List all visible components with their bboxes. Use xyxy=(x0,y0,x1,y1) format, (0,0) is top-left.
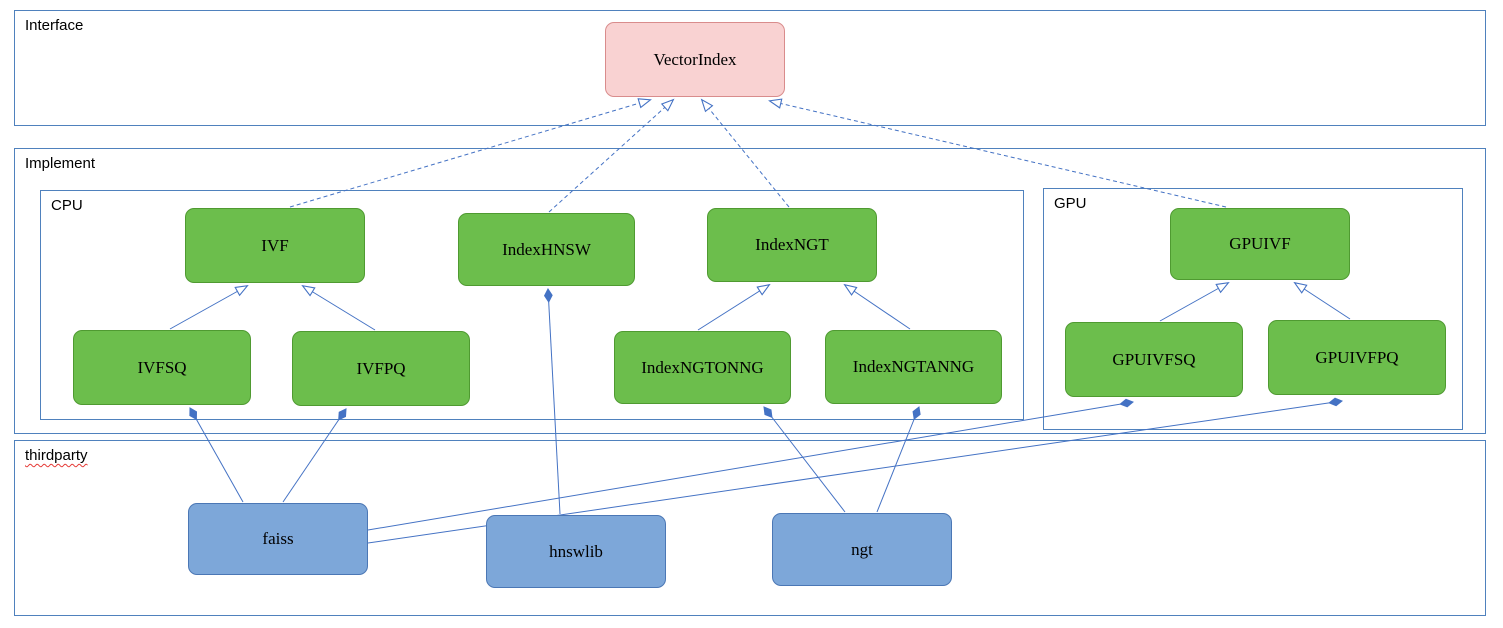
container-thirdparty-label: thirdparty xyxy=(25,447,88,464)
container-interface-label: Interface xyxy=(25,17,84,34)
container-implement-label: Implement xyxy=(25,155,96,172)
node-hnswlib: hnswlib xyxy=(486,515,666,588)
node-gpuivfsq: GPUIVFSQ xyxy=(1065,322,1243,397)
node-vectorindex: VectorIndex xyxy=(605,22,785,97)
node-indexngtanng: IndexNGTANNG xyxy=(825,330,1002,404)
container-gpu-label: GPU xyxy=(1054,195,1087,212)
node-gpuivf: GPUIVF xyxy=(1170,208,1350,280)
node-ivfpq: IVFPQ xyxy=(292,331,470,406)
container-cpu-label: CPU xyxy=(51,197,83,214)
node-indexngtonng: IndexNGTONNG xyxy=(614,331,791,404)
node-indexhnsw: IndexHNSW xyxy=(458,213,635,286)
node-gpuivfpq: GPUIVFPQ xyxy=(1268,320,1446,395)
node-indexngt: IndexNGT xyxy=(707,208,877,282)
node-ngt: ngt xyxy=(772,513,952,586)
node-faiss: faiss xyxy=(188,503,368,575)
node-ivf: IVF xyxy=(185,208,365,283)
node-ivfsq: IVFSQ xyxy=(73,330,251,405)
